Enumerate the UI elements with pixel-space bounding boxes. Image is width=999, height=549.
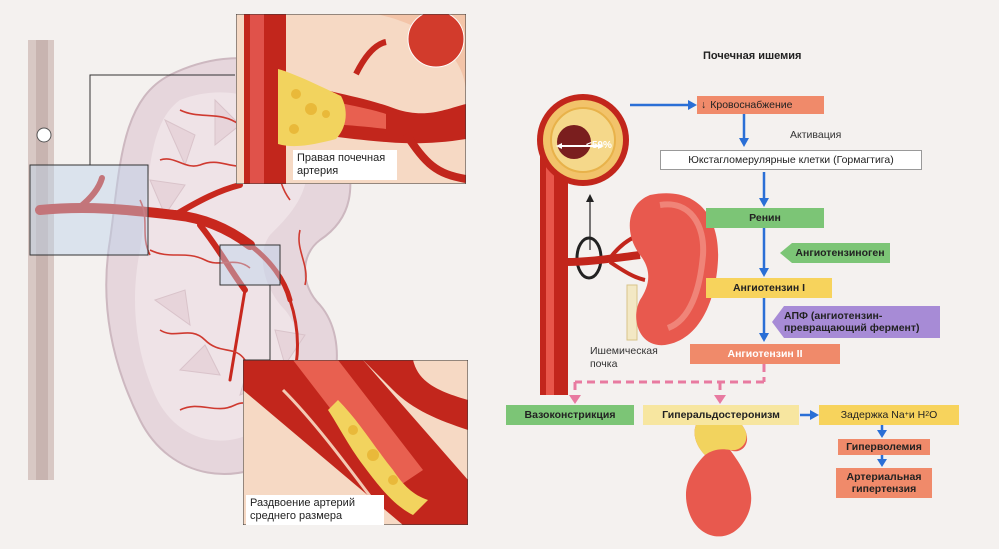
right-renal-artery-label: Правая почечная артерия bbox=[293, 150, 397, 180]
box-angiotensin-2: Ангиотензин II bbox=[690, 344, 840, 364]
box-hypertension: Артериальная гипертензия bbox=[836, 468, 932, 498]
box-hypervolemia: Гиперволемия bbox=[838, 439, 930, 455]
renal-artery-inset bbox=[236, 14, 466, 184]
box-renin: Ренин bbox=[706, 208, 824, 228]
box-jg-cells: Юкстагломерулярные клетки (Гормагтига) bbox=[660, 150, 922, 170]
na-h2o-sub: 2 bbox=[925, 411, 930, 418]
na-h2o-mid: и H bbox=[908, 409, 926, 421]
activation-label: Активация bbox=[790, 129, 842, 141]
stenosis-percent: <50% bbox=[586, 140, 612, 151]
box-blood-supply: ↓ Кровоснабжение bbox=[697, 96, 824, 114]
box-ace: АПФ (ангиотензин-превращающий фермент) bbox=[784, 310, 920, 334]
na-h2o-suffix: O bbox=[929, 409, 938, 421]
box-angiotensin-1: Ангиотензин I bbox=[706, 278, 832, 298]
ischemic-kidney-label: Ишемическая почка bbox=[590, 345, 658, 370]
ischemia-diagram-art bbox=[537, 94, 940, 537]
box-vasoconstriction: Вазоконстрикция bbox=[506, 405, 634, 425]
box-hyperaldosteronism: Гиперальдостеронизм bbox=[643, 405, 799, 425]
box-angiotensinogen: Ангиотензиноген bbox=[795, 247, 885, 259]
bifurcation-label: Раздвоение артерий среднего размера bbox=[246, 495, 384, 525]
down-arrow-icon: ↓ bbox=[701, 99, 707, 111]
na-h2o-sup: + bbox=[904, 411, 909, 418]
diagram-title: Почечная ишемия bbox=[703, 50, 802, 62]
blood-supply-text: Кровоснабжение bbox=[710, 99, 793, 111]
na-h2o-prefix: Задержка Na bbox=[840, 409, 905, 421]
